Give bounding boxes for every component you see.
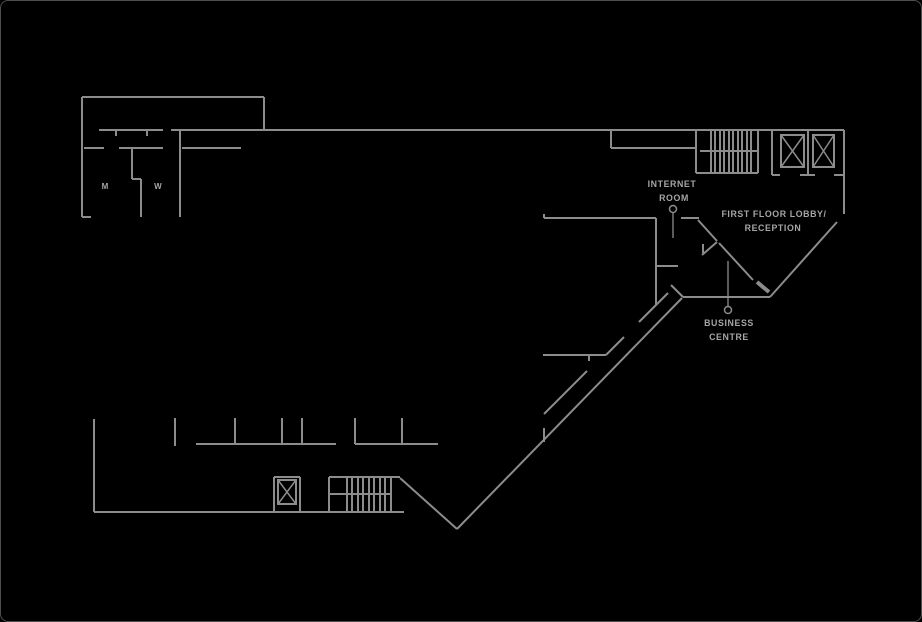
walls-layer xyxy=(81,96,845,530)
wall-segment xyxy=(769,221,838,298)
elevator-cab-cross xyxy=(780,134,805,168)
lobby-reception-label-line2: RECEPTION xyxy=(745,223,802,233)
wall-segment xyxy=(399,477,458,530)
wall-segment xyxy=(605,336,625,356)
wall-segment xyxy=(543,370,588,415)
elevator-cab-cross xyxy=(277,479,297,505)
elevator-cab xyxy=(780,134,805,168)
door-leaf-segment xyxy=(755,280,771,294)
elevator-fixtures-layer xyxy=(277,134,835,505)
wall-segment xyxy=(718,242,754,281)
leader-circle xyxy=(668,204,678,214)
wall-segment xyxy=(670,284,684,298)
elevator-cab xyxy=(277,479,297,505)
wall-segment xyxy=(456,297,683,530)
internet-room-label-line1: INTERNET xyxy=(648,179,697,189)
wall-segment xyxy=(697,219,718,242)
elevator-cab-cross xyxy=(812,134,835,168)
womens-washroom-label: W xyxy=(154,182,162,191)
business-centre-label-line2: CENTRE xyxy=(709,332,749,342)
leader-lines-layer xyxy=(668,204,733,315)
lobby-reception-label-line1: FIRST FLOOR LOBBY/ xyxy=(721,209,826,219)
wall-segment xyxy=(701,241,718,256)
mens-washroom-label: M xyxy=(102,182,109,191)
wall-segment xyxy=(638,292,669,323)
internet-room-label-line2: ROOM xyxy=(659,193,689,203)
labels-layer: INTERNET ROOM FIRST FLOOR LOBBY/ RECEPTI… xyxy=(102,179,826,342)
leader-circle xyxy=(723,305,733,315)
elevator-cab xyxy=(812,134,835,168)
business-centre-label-line1: BUSINESS xyxy=(704,318,754,328)
